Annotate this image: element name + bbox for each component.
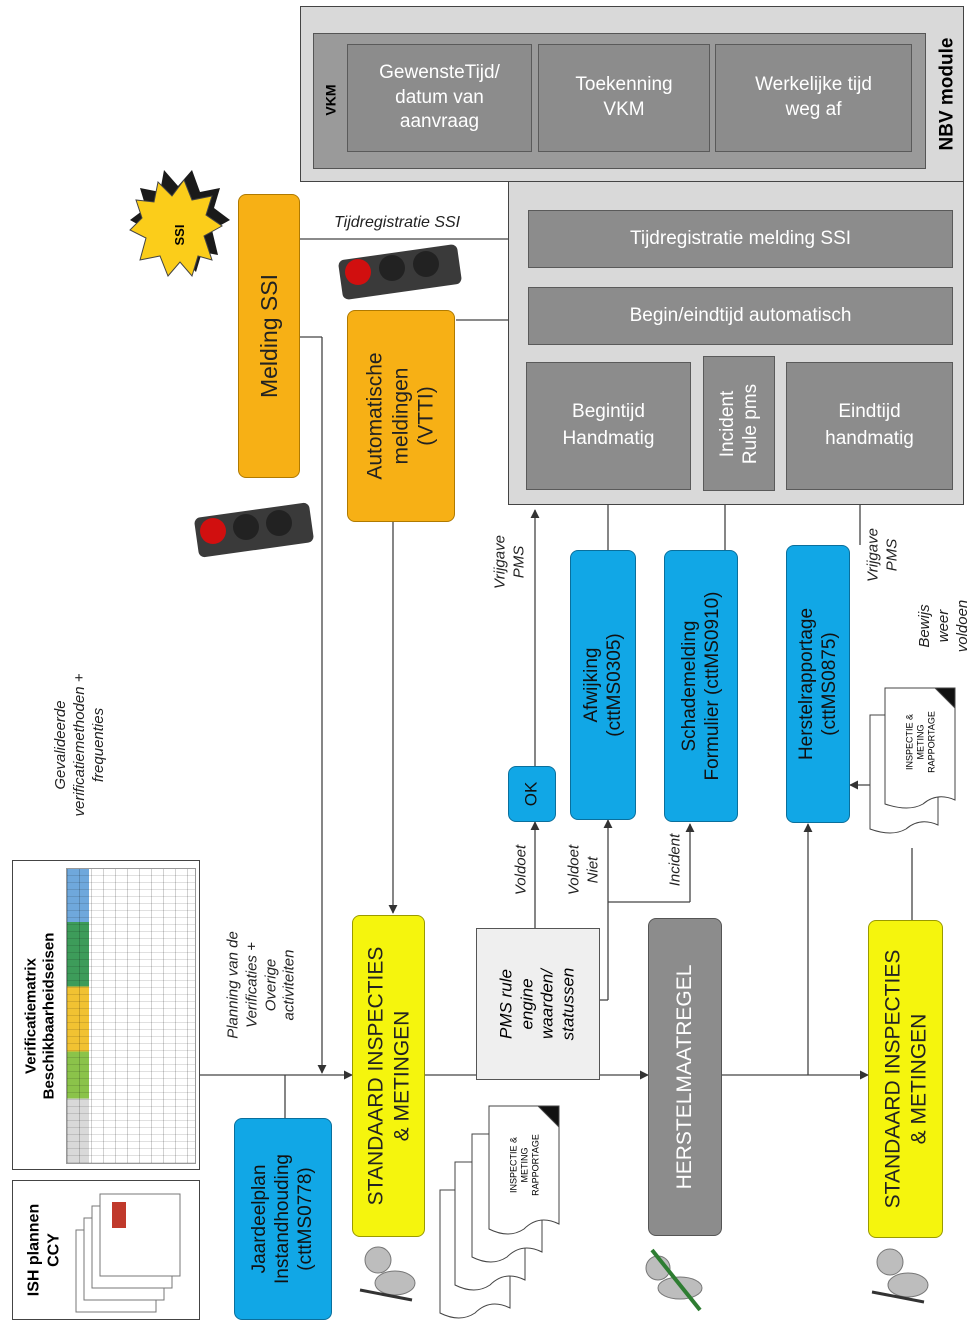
vkm-box-toekenning: Toekenning VKM — [538, 44, 710, 152]
bewijs-weer-voldoen-label: Bewijs weer voldoen — [915, 599, 970, 653]
planning-label: Planning van de Verificaties + Overige a… — [224, 931, 298, 1039]
incident-rule-pms-box: Incident Rule pms — [703, 356, 775, 491]
standaard-inspecties-box-1: STANDAARD INSPECTIES & METINGEN — [352, 915, 425, 1237]
report-label-1: INSPECTIE & METING RAPPORTAGE — [508, 1134, 541, 1196]
tijdregistratie-ssi-label: Tijdregistratie SSI — [334, 214, 461, 231]
report-label-2: INSPECTIE & METING RAPPORTAGE — [904, 711, 937, 773]
nbv-module-title: NBV module — [936, 37, 958, 151]
afwijking-box: Afwijking (cttMS0305) — [570, 550, 636, 820]
begintijd-handmatig-box: Begintijd Handmatig — [526, 362, 691, 490]
vrijgave-pms-label-1: Vrijgave PMS — [491, 535, 527, 589]
incident-label: Incident — [666, 833, 684, 887]
melding-ssi-box: Melding SSI — [238, 194, 300, 478]
vkm-box-gewenste-tijd: GewensteTijd/ datum van aanvraag — [347, 44, 532, 152]
vkm-box-werkelijke-tijd: Werkelijke tijd weg af — [715, 44, 912, 152]
vrijgave-pms-label-2: Vrijgave PMS — [864, 528, 900, 582]
schademelding-box: Schademelding Formulier (cttMS0910) — [664, 550, 738, 822]
ish-plannen-label: ISH plannen CCY — [25, 1203, 62, 1297]
pms-rule-engine-box: PMS rule engine waarden/ statussen — [476, 928, 600, 1080]
jaardeelplan-box: Jaardeelplan Instandhouding (cttMS0778) — [234, 1118, 332, 1320]
tijdregistratie-melding-ssi-box: Tijdregistratie melding SSI — [528, 210, 953, 268]
voldoet-niet-label: Voldoet Niet — [565, 844, 601, 896]
automatische-meldingen-box: Automatische meldingen (VTTI) — [347, 310, 455, 522]
verificatiematrix-table-image — [66, 868, 196, 1164]
eindtijd-handmatig-box: Eindtijd handmatig — [786, 362, 953, 490]
gevalideerde-label: Gevalideerde verificatiemethoden + frequ… — [51, 673, 107, 817]
standaard-inspecties-box-2: STANDAARD INSPECTIES & METINGEN — [868, 920, 943, 1238]
begin-eindtijd-automatisch-box: Begin/eindtijd automatisch — [528, 287, 953, 345]
ssi-sun-label: SSI — [172, 224, 188, 246]
herstelrapportage-box: Herstelrapportage (cttMS0875) — [786, 545, 850, 823]
ok-box: OK — [508, 766, 556, 822]
verificatiematrix-label: Verificatiematrix Beschikbaarheidseisen — [22, 932, 58, 1100]
voldoet-label: Voldoet — [512, 844, 530, 896]
vkm-label: VKM — [322, 84, 339, 116]
herstelmaatregel-box: HERSTELMAATREGEL — [648, 918, 722, 1236]
